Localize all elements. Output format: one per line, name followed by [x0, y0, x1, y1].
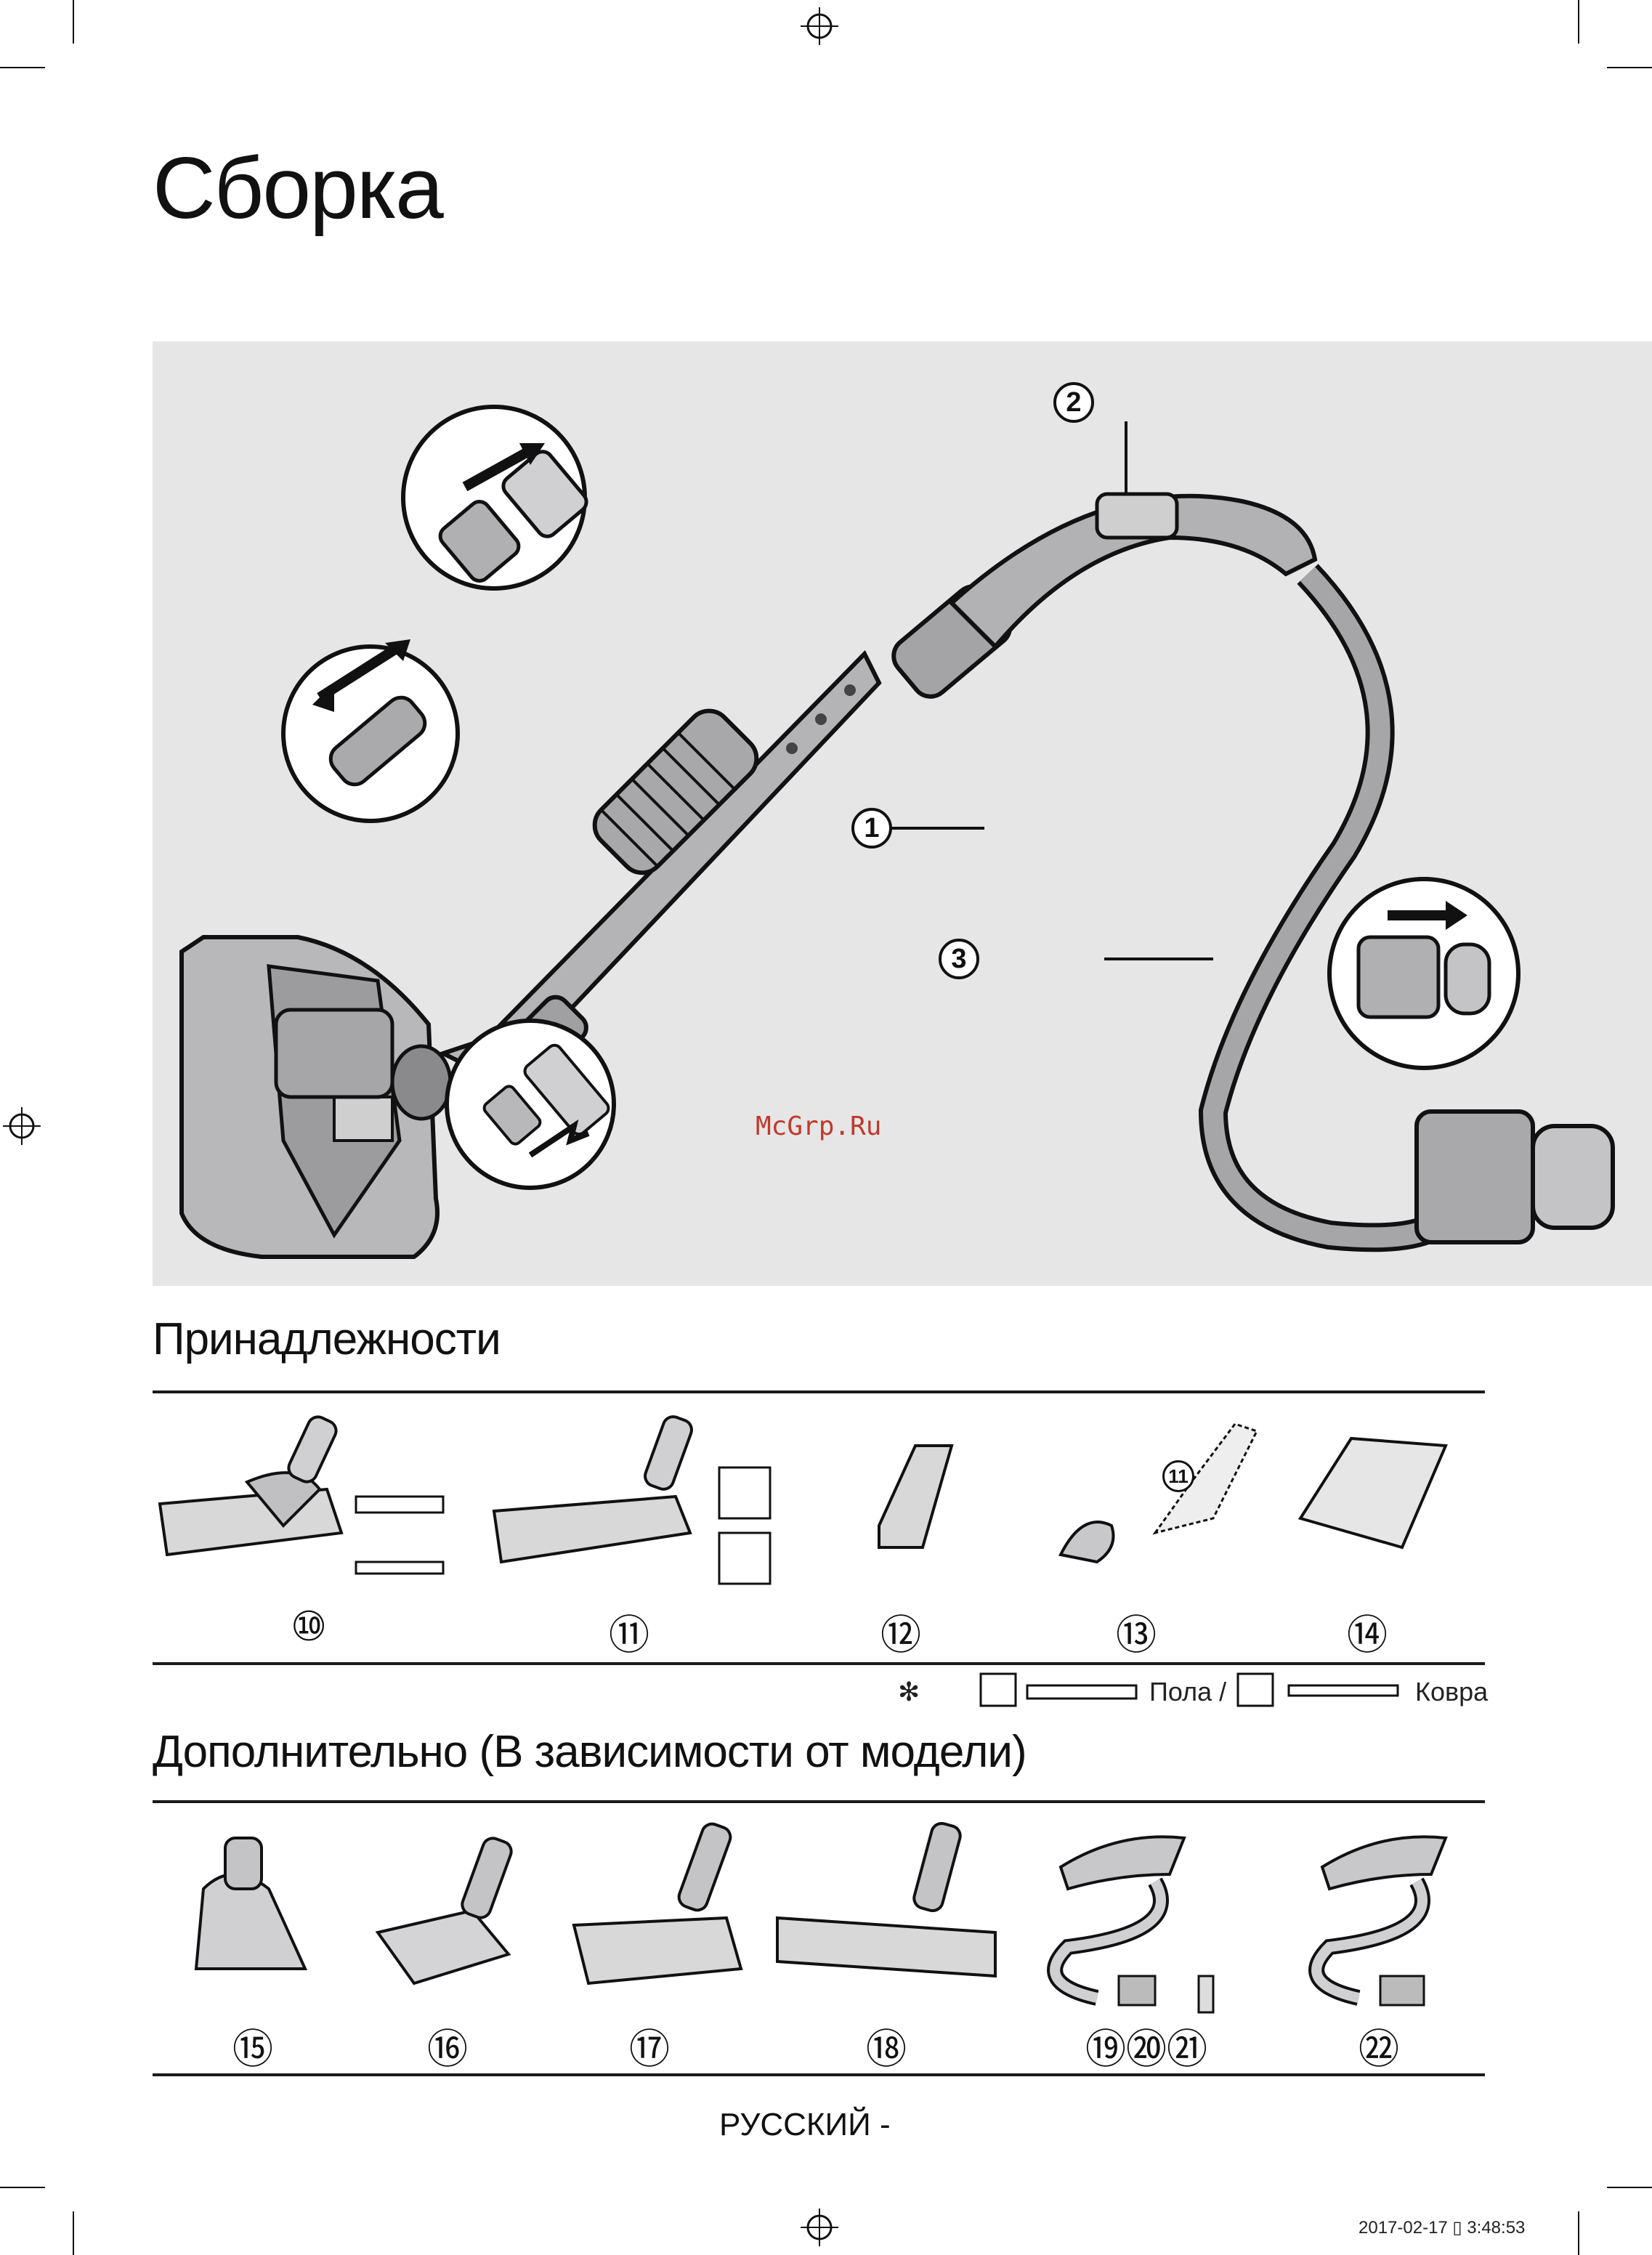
detail-bubble-hose-connect [1329, 879, 1518, 1068]
accessory-floor-brush-11 [494, 1414, 770, 1584]
optional-floor-brush-17 [574, 1821, 741, 1983]
optional-bottom-rule [153, 2073, 1485, 2076]
accessories-illustrations [153, 1402, 1485, 1606]
handle-and-hose-illustration [952, 494, 1613, 1242]
accessory-floor-brush-10 [160, 1414, 443, 1574]
telescopic-tube-illustration [443, 579, 1017, 1089]
accessory-number-11: ⑪ [609, 1603, 649, 1661]
optional-number-18: ⑱ [866, 2017, 907, 2076]
accessory-manual-14 [1300, 1438, 1446, 1547]
optional-number-19-21: ⑲⑳㉑ [1085, 2017, 1207, 2076]
detail-bubble-handle-attach [403, 407, 591, 588]
registration-mark-left [1, 1106, 42, 1146]
crop-mark-bottom-left [0, 2187, 45, 2188]
legend-floor-text: Пола / [1149, 1677, 1226, 1707]
optional-mini-turbo-16 [378, 1835, 514, 1983]
optional-number-16: ⑯ [427, 2017, 468, 2076]
crop-mark-bottom-right [1607, 2187, 1652, 2188]
optional-parquet-brush-18 [777, 1821, 995, 1976]
registration-mark-bottom [799, 2207, 840, 2248]
watermark: McGrp.Ru [756, 1112, 881, 1141]
accessory-dusting-brush-13 [1061, 1424, 1257, 1562]
optional-turbo-brush-15 [196, 1838, 305, 1969]
footer-language: РУССКИЙ - [719, 2107, 891, 2143]
legend-floor-icons [981, 1672, 1141, 1709]
crop-mark-top-right [1607, 67, 1652, 68]
optional-number-15: ⑮ [232, 2017, 273, 2076]
crop-mark-top-right-v [1578, 0, 1579, 44]
optional-number-17: ⑰ [629, 2017, 670, 2076]
legend-carpet-text: Ковра [1415, 1677, 1488, 1707]
optional-hose-handle-22 [1316, 1837, 1446, 2005]
floor-nozzle-illustration [182, 937, 450, 1257]
accessory-number-10: ⑩ [291, 1603, 327, 1651]
callout-2: 2 [1053, 382, 1094, 423]
optional-illustrations [153, 1816, 1485, 2034]
optional-top-rule [153, 1800, 1485, 1803]
legend-carpet-icons [1238, 1672, 1412, 1709]
crop-mark-top-left [0, 67, 45, 68]
optional-number-22: ㉒ [1359, 2017, 1399, 2076]
optional-heading: Дополнительно (В зависимости от модели) [153, 1726, 1027, 1778]
optional-hose-handle-19-21 [1055, 1837, 1213, 2012]
registration-mark-top [799, 6, 840, 46]
page-title: Сборка [153, 138, 442, 238]
legend-marker: ✻ [898, 1677, 920, 1707]
accessories-heading: Принадлежности [153, 1313, 501, 1365]
callout-3: 3 [939, 939, 979, 979]
assembly-illustration [153, 341, 1652, 1286]
print-timestamp: 2017-02-17 ▯ 3:48:53 [1359, 2217, 1525, 2238]
detail-bubble-telescopic-adjust [283, 639, 458, 821]
accessory-number-13: ⑬ [1116, 1603, 1157, 1661]
detail-bubble-tube-lock [447, 1021, 614, 1188]
callout-1: 1 [851, 808, 892, 849]
crop-mark-bottom-left-v [73, 2211, 74, 2255]
accessory-crevice-tool-12 [879, 1446, 952, 1547]
crop-mark-top-left-v [73, 0, 74, 44]
accessory-label-11-inline: 11 [1162, 1460, 1194, 1492]
accessories-top-rule [153, 1390, 1485, 1393]
accessory-number-14: ⑭ [1347, 1603, 1388, 1661]
accessories-bottom-rule [153, 1662, 1485, 1665]
crop-mark-bottom-right-v [1578, 2211, 1579, 2255]
accessory-number-12: ⑫ [880, 1603, 921, 1661]
